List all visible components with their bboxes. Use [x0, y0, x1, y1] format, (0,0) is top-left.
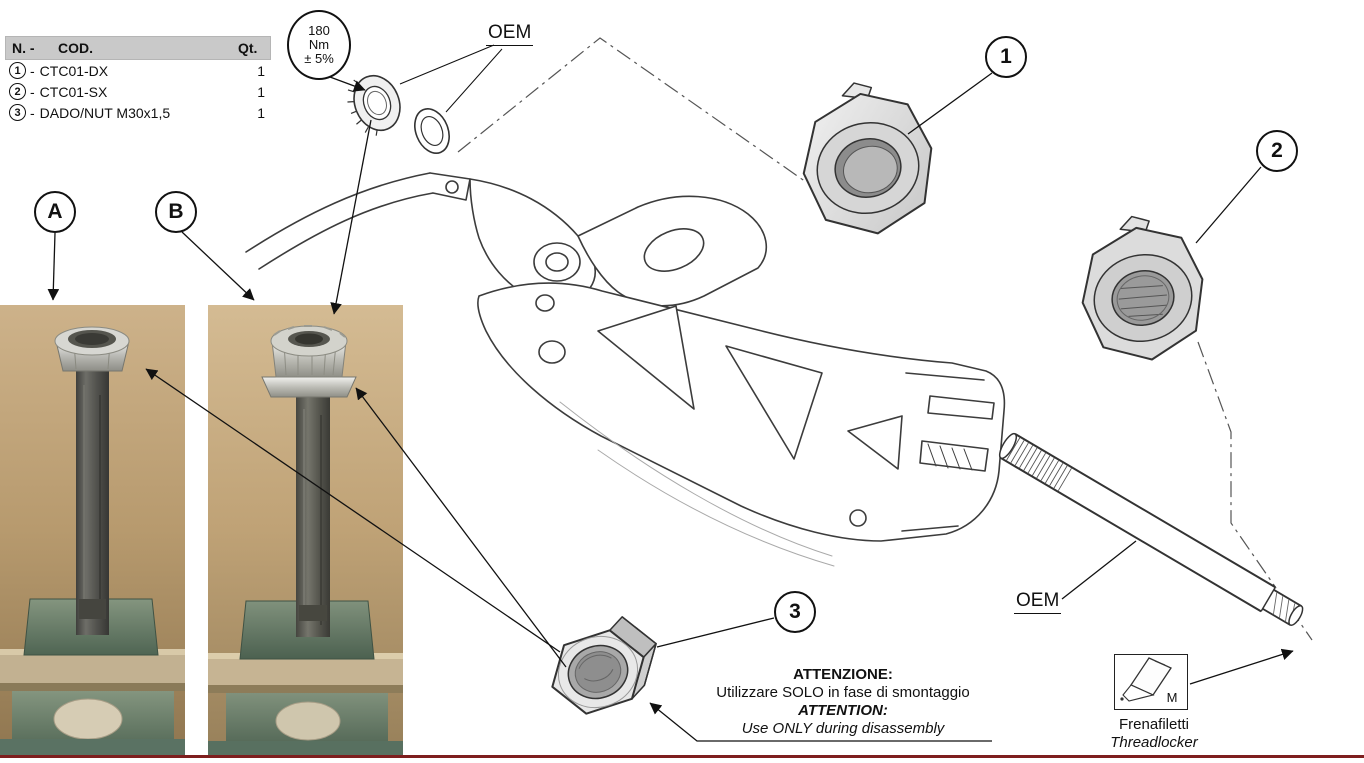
table-row: 3 - DADO/NUT M30x1,5 1 [5, 102, 271, 123]
threadlocker-leader [1189, 648, 1294, 685]
part-qty: 1 [257, 62, 265, 79]
nut3-to-photo-b-arrow [355, 387, 567, 668]
balloon-a: A [34, 191, 76, 233]
balloon-a-leader [47, 232, 60, 301]
item-number-badge: 2 [9, 83, 26, 100]
threadlocker-box: M [1114, 654, 1188, 710]
tube-letter: M [1167, 690, 1178, 705]
photo-a-hex-nut [54, 326, 130, 372]
separator-dash: - [30, 83, 35, 100]
part-qty: 1 [257, 104, 265, 121]
photo-b-axle-in-vise [208, 305, 403, 755]
parts-table: N. - COD. Qt. 1 - CTC01-DX 1 2 - CTC01-S… [5, 36, 271, 123]
balloon-2-leader [1195, 166, 1262, 244]
balloon-3-leader [656, 617, 775, 648]
attention-body-en: Use ONLY during disassembly [741, 720, 945, 737]
attention-title-it: ATTENZIONE: [793, 666, 893, 683]
swingarm-drawing [245, 172, 1006, 567]
balloon-1: 1 [985, 36, 1027, 78]
photo-a-axle-rod [76, 363, 109, 635]
item-number-badge: 1 [9, 62, 26, 79]
leader-lines [47, 44, 1294, 742]
oem-axle-drawing [998, 432, 1307, 630]
threadlocker-label-en: Threadlocker [1110, 734, 1198, 751]
col-header-code: COD. [58, 40, 93, 56]
oem-axle-label: OEM [1014, 590, 1062, 614]
dash-dot-axis-lines [457, 37, 1313, 641]
oem-axle-leader [1061, 540, 1137, 600]
parts-table-header: N. - COD. Qt. [5, 36, 271, 60]
col-header-num: N. - [12, 40, 35, 56]
part2-adjuster-drawing [1081, 215, 1204, 361]
balloon-3-label: 3 [789, 600, 801, 623]
torque-callout: 180 Nm ± 5% [287, 10, 351, 80]
threadlocker-tube-icon: M [1120, 657, 1178, 705]
photo-a-bench-rail [0, 655, 185, 687]
part-code: DADO/NUT M30x1,5 [39, 104, 171, 121]
nut-to-photo-b-arrow [330, 119, 372, 315]
separator-dash: - [30, 104, 35, 121]
balloon-b-leader [181, 231, 255, 301]
balloon-a-label: A [47, 200, 63, 223]
part-qty: 1 [257, 83, 265, 100]
torque-value: 180 [308, 23, 330, 38]
oem-nut-washer-drawing [347, 74, 450, 154]
balloon-3: 3 [774, 591, 816, 633]
item-number-badge: 3 [9, 104, 26, 121]
attention-note: ATTENZIONE: Utilizzare SOLO in fase di s… [688, 666, 998, 738]
torque-unit: Nm [308, 37, 330, 52]
threadlocker-labels: Frenafiletti Threadlocker [1096, 716, 1212, 752]
separator-dash: - [30, 62, 35, 79]
photo-b-axle-rod [296, 393, 330, 637]
torque-tolerance: ± 5% [304, 51, 334, 66]
col-header-qty: Qt. [238, 40, 258, 56]
photo-b-image [208, 305, 403, 755]
footer-rule [0, 755, 1364, 758]
oem-top-label: OEM [486, 22, 534, 46]
threadlocker-label-it: Frenafiletti [1118, 716, 1190, 733]
balloon-1-leader [907, 72, 993, 135]
nut3-to-photo-a-arrow [145, 368, 561, 653]
balloon-2: 2 [1256, 130, 1298, 172]
table-row: 2 - CTC01-SX 1 [5, 81, 271, 102]
attention-leader [649, 702, 992, 742]
attention-body-it: Utilizzare SOLO in fase di smontaggio [716, 684, 970, 701]
photo-b-bench-rail [208, 659, 403, 689]
part3-nut-drawing [551, 616, 657, 715]
part1-adjuster-drawing [802, 82, 933, 235]
balloon-b-label: B [168, 200, 184, 223]
torque-leader [329, 76, 366, 92]
table-row: 1 - CTC01-DX 1 [5, 60, 271, 81]
balloon-b: B [155, 191, 197, 233]
balloon-1-label: 1 [1000, 45, 1012, 68]
photo-b-vise-knob [275, 701, 341, 741]
photo-b-12pt-flange-nut [261, 325, 357, 398]
part-code: CTC01-SX [39, 83, 108, 100]
attention-title-en: ATTENTION: [798, 702, 888, 719]
part-code: CTC01-DX [39, 62, 109, 79]
oem-top-leaders [399, 44, 503, 113]
balloon-2-label: 2 [1271, 139, 1283, 162]
